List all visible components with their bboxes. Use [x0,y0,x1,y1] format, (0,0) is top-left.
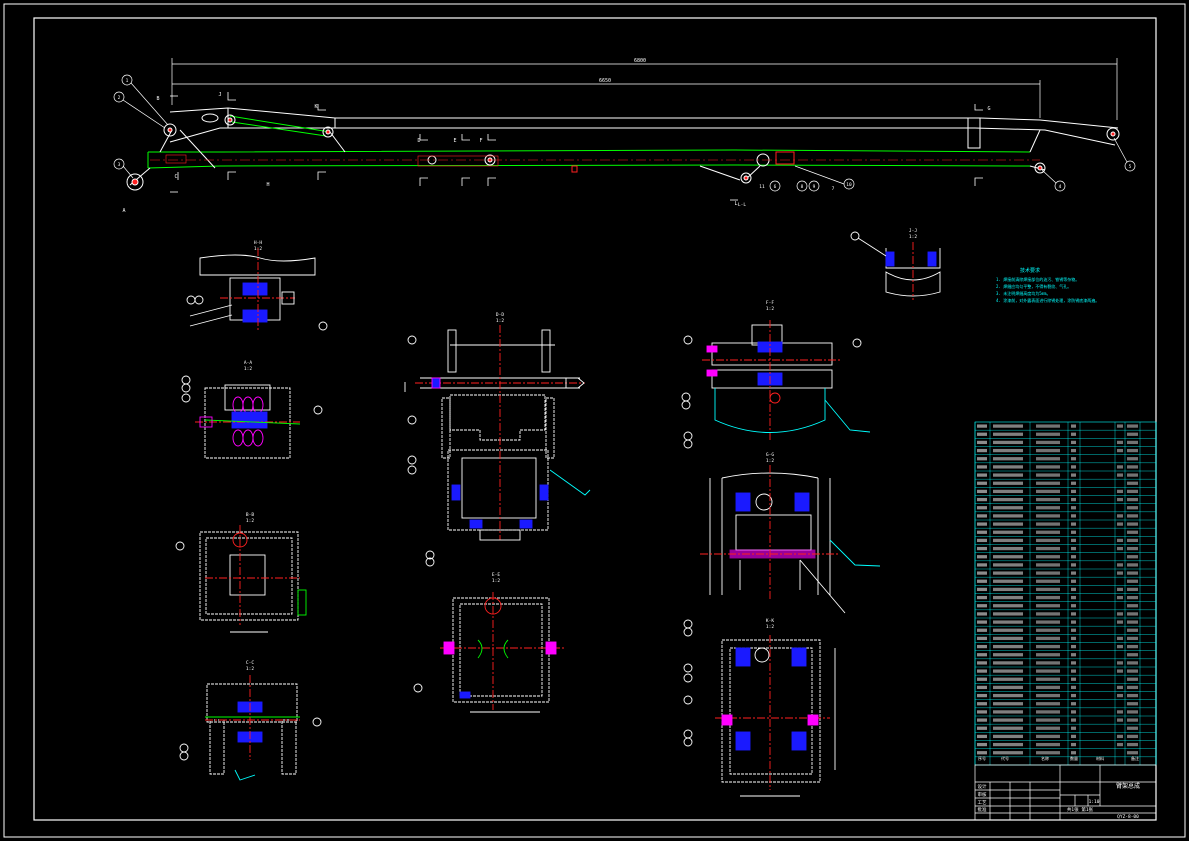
signature-review: 审核 [978,791,987,798]
section-view-G-G [683,431,881,614]
balloon-5: 5 [1129,164,1132,170]
dimension-overall-length: 6800 [634,58,646,64]
mark-J: J [218,92,221,98]
main-view-balloons [113,74,1136,192]
section-titles: H-H 1:2 A-A 1:2 B-B 1:2 C-C 1:2 D-D 1:2 … [244,202,917,672]
signature-approve: 批准 [978,806,987,813]
section-view-B-B [175,525,307,633]
header-remark: 备注 [1131,755,1139,761]
section-scale-A-A: 1:2 [244,366,252,372]
tech-req-line-3: 3. 未注明焊缝高度均为5mm。 [996,290,1050,296]
balloon-9: 9 [813,184,816,190]
outer-border [3,3,1186,838]
mark-D: D [417,138,420,144]
tech-req-line-2: 2. 焊缝应均匀平整，不得有裂纹、气孔。 [996,283,1071,289]
section-title-C-C: C-C [246,660,254,666]
section-scale-K-K: 1:2 [766,624,774,630]
section-scale-D-D: 1:2 [496,318,504,324]
section-title-J-J: J-J [909,228,917,234]
lower-boom [147,115,1031,169]
section-title-B-B: B-B [246,512,254,518]
header-material: 材料 [1096,755,1104,761]
title-block [974,764,1157,821]
tech-req-line-1: 1. 焊接前清除焊接部位的油污、铁锈等杂物。 [996,276,1079,282]
section-title-A-A: A-A [244,360,252,366]
section-view-E-E [413,592,565,713]
mark-B: B [156,96,159,102]
section-title-G-G: G-G [766,452,774,458]
drawing-number: QYZ-8-00 [1117,814,1139,820]
section-view-A-A [181,375,323,459]
section-scale-F-F: 1:2 [766,306,774,312]
main-view-balloon-numbers: 1 2 3 4 5 6 7 8 9 10 11 [118,78,1132,192]
section-title-E-E: E-E [492,572,500,578]
balloon-7: 7 [832,186,835,192]
section-scale-C-C: 1:2 [246,666,254,672]
signature-design: 设计 [978,783,987,790]
section-view-D-D [404,325,591,567]
signature-process: 工艺 [978,800,987,806]
cutting-plane-marks [170,92,983,201]
mark-K: K [314,104,317,110]
drawing-title: 臂架总成 [1116,782,1140,790]
balloon-8: 8 [801,184,804,190]
balloon-10: 10 [846,182,852,188]
section-view-F-F [681,320,871,440]
section-scale-G-G: 1:2 [766,458,774,464]
technical-requirements: 技术要求 1. 焊接前清除焊接部位的油污、铁锈等杂物。 2. 焊缝应均匀平整，不… [996,267,1099,303]
balloon-1: 1 [126,78,129,84]
drawing-frame [33,17,1157,821]
header-qty: 数量 [1070,755,1078,761]
balloon-11: 11 [759,184,765,190]
section-title-L-L: L-L [738,202,746,208]
balloon-3: 3 [118,162,121,168]
dimension-inner-length: 6650 [599,78,611,84]
mark-E: E [453,138,456,144]
upper-boom [169,107,1119,149]
overall-dimension [171,58,1118,120]
mark-H: H [266,182,269,188]
main-view-section-letters: A B C D E F G H J K L [122,92,990,214]
mark-C: C [174,174,177,180]
section-title-H-H: H-H [254,240,262,246]
section-view-H-H [186,248,328,331]
section-view-J-J [850,231,941,300]
header-index: 序号 [978,755,986,761]
header-code: 代号 [1001,755,1009,761]
balloon-4: 4 [1059,184,1062,190]
mark-L: L [734,201,737,207]
section-scale-B-B: 1:2 [246,518,254,524]
parts-list-table [974,421,1157,766]
tech-req-title: 技术要求 [1020,267,1040,274]
struts [129,129,1046,186]
header-name: 名称 [1041,755,1049,761]
section-scale-H-H: 1:2 [254,246,262,252]
tech-req-line-4: 4. 涂漆前，对外露表面进行除锈处理，涂防锈底漆两遍。 [996,297,1099,303]
drawing-scale: 1:10 [1089,799,1100,805]
mark-A: A [122,208,125,214]
balloon-2: 2 [118,95,121,101]
balloon-6: 6 [774,184,777,190]
section-scale-E-E: 1:2 [492,578,500,584]
sheet-info: 共1张 第1张 [1067,806,1094,813]
parts-list-header: 序号 代号 名称 数量 材料 备注 [978,755,1139,761]
mark-G: G [987,106,990,112]
section-title-F-F: F-F [766,300,774,306]
title-block-text: 臂架总成 1:10 共1张 第1张 QYZ-8-00 设计 审核 工艺 批准 [978,782,1141,820]
section-view-C-C [179,675,322,781]
section-scale-J-J: 1:2 [909,234,917,240]
mark-F: F [479,138,482,144]
main-elevation-view: 6800 6650 [113,58,1136,201]
section-title-K-K: K-K [766,618,774,624]
section-title-D-D: D-D [496,312,504,318]
section-view-K-K [683,619,836,797]
